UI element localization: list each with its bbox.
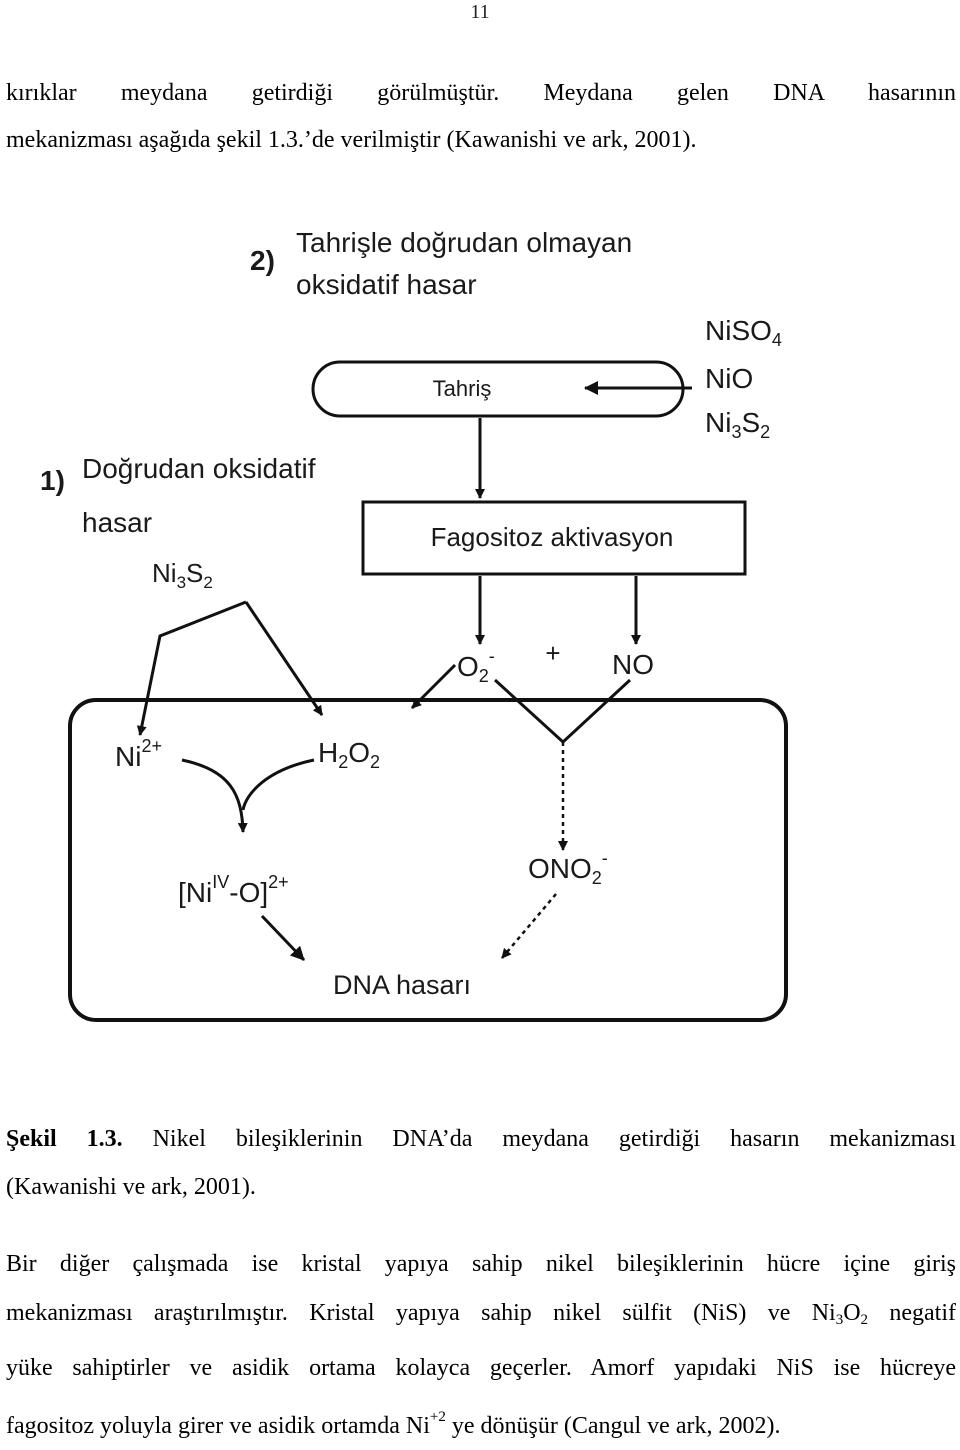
mechanism-figure: 2) Tahrişle doğrudan olmayan oksidatif h…	[0, 210, 960, 1050]
ono2-label: ONO2-	[528, 848, 608, 888]
niiv-label: [NiIV-O]2+	[178, 872, 289, 908]
dna-damage-label: DNA hasarı	[333, 970, 471, 1000]
para-line-4-b: ye dönüşür (Cangul ve ark, 2002).	[446, 1413, 781, 1439]
intro-line-1: kırıklar meydana getirdiği görülmüştür. …	[6, 70, 956, 117]
para-line-2-a: mekanizması araştırılmıştır. Kristal yap…	[6, 1300, 836, 1326]
caption-line-2: (Kawanishi ve ark, 2001).	[6, 1163, 956, 1211]
ni2-label: Ni2+	[115, 736, 162, 772]
tahris-label: Tahriş	[433, 376, 492, 401]
fagositoz-label: Fagositoz aktivasyon	[431, 522, 674, 552]
heading-1-line-1: Doğrudan oksidatif	[82, 453, 316, 484]
h2o2-curve-line	[243, 760, 314, 810]
h2o2-label: H2O2	[318, 737, 380, 772]
para-line-3: yüke sahiptirler ve asidik ortama kolayc…	[6, 1344, 956, 1393]
para-line-2-b: O	[843, 1300, 860, 1326]
ni2-curve-arrow	[182, 760, 243, 832]
caption-line-1: Şekil 1.3. Nikel bileşiklerinin DNA’da m…	[6, 1115, 956, 1163]
compound-niso4: NiSO4	[705, 315, 782, 350]
intro-paragraph: kırıklar meydana getirdiği görülmüştür. …	[6, 70, 956, 164]
page-number: 11	[0, 0, 960, 24]
no-label: NO	[612, 649, 654, 680]
plus-sign: +	[545, 638, 560, 668]
para-line-1: Bir diğer çalışmada ise kristal yapıya s…	[6, 1240, 956, 1289]
compound-nio: NiO	[705, 363, 753, 394]
compound-ni3s2-left: Ni3S2	[152, 558, 213, 592]
heading-2-line-2: oksidatif hasar	[296, 269, 477, 300]
para-line-4-a: fagositoz yoluyla girer ve asidik ortamd…	[6, 1413, 430, 1439]
heading-2-line-1: Tahrişle doğrudan olmayan	[296, 227, 632, 258]
body-paragraph: Bir diğer çalışmada ise kristal yapıya s…	[6, 1240, 956, 1450]
para-line-2-sub-2: 2	[861, 1312, 869, 1328]
para-line-4-sup: +2	[430, 1409, 446, 1425]
mechanism-diagram: 2) Tahrişle doğrudan olmayan oksidatif h…	[0, 210, 960, 1050]
niiv-to-dna-arrow	[262, 916, 304, 960]
ono2-to-dna-dotted-arrow	[502, 894, 556, 958]
caption-text: Nikel bileşiklerinin DNA’da meydana geti…	[153, 1126, 956, 1152]
compound-ni3s2-right: Ni3S2	[705, 407, 770, 442]
figure-caption: Şekil 1.3. Nikel bileşiklerinin DNA’da m…	[6, 1115, 956, 1211]
para-line-2-c: negatif	[868, 1300, 956, 1326]
o2-no-converge-line	[495, 680, 630, 742]
intro-line-2: mekanizması aşağıda şekil 1.3.’de verilm…	[6, 117, 956, 164]
caption-label: Şekil 1.3.	[6, 1126, 123, 1152]
heading-1-number: 1)	[40, 465, 65, 496]
o2-label: O2-	[457, 646, 495, 686]
para-line-2: mekanizması araştırılmıştır. Kristal yap…	[6, 1289, 956, 1345]
ni3s2-to-ni2-arrow	[140, 602, 246, 735]
heading-1-line-2: hasar	[82, 507, 152, 538]
heading-2-number: 2)	[250, 245, 275, 276]
para-line-4: fagositoz yoluyla girer ve asidik ortamd…	[6, 1393, 956, 1450]
